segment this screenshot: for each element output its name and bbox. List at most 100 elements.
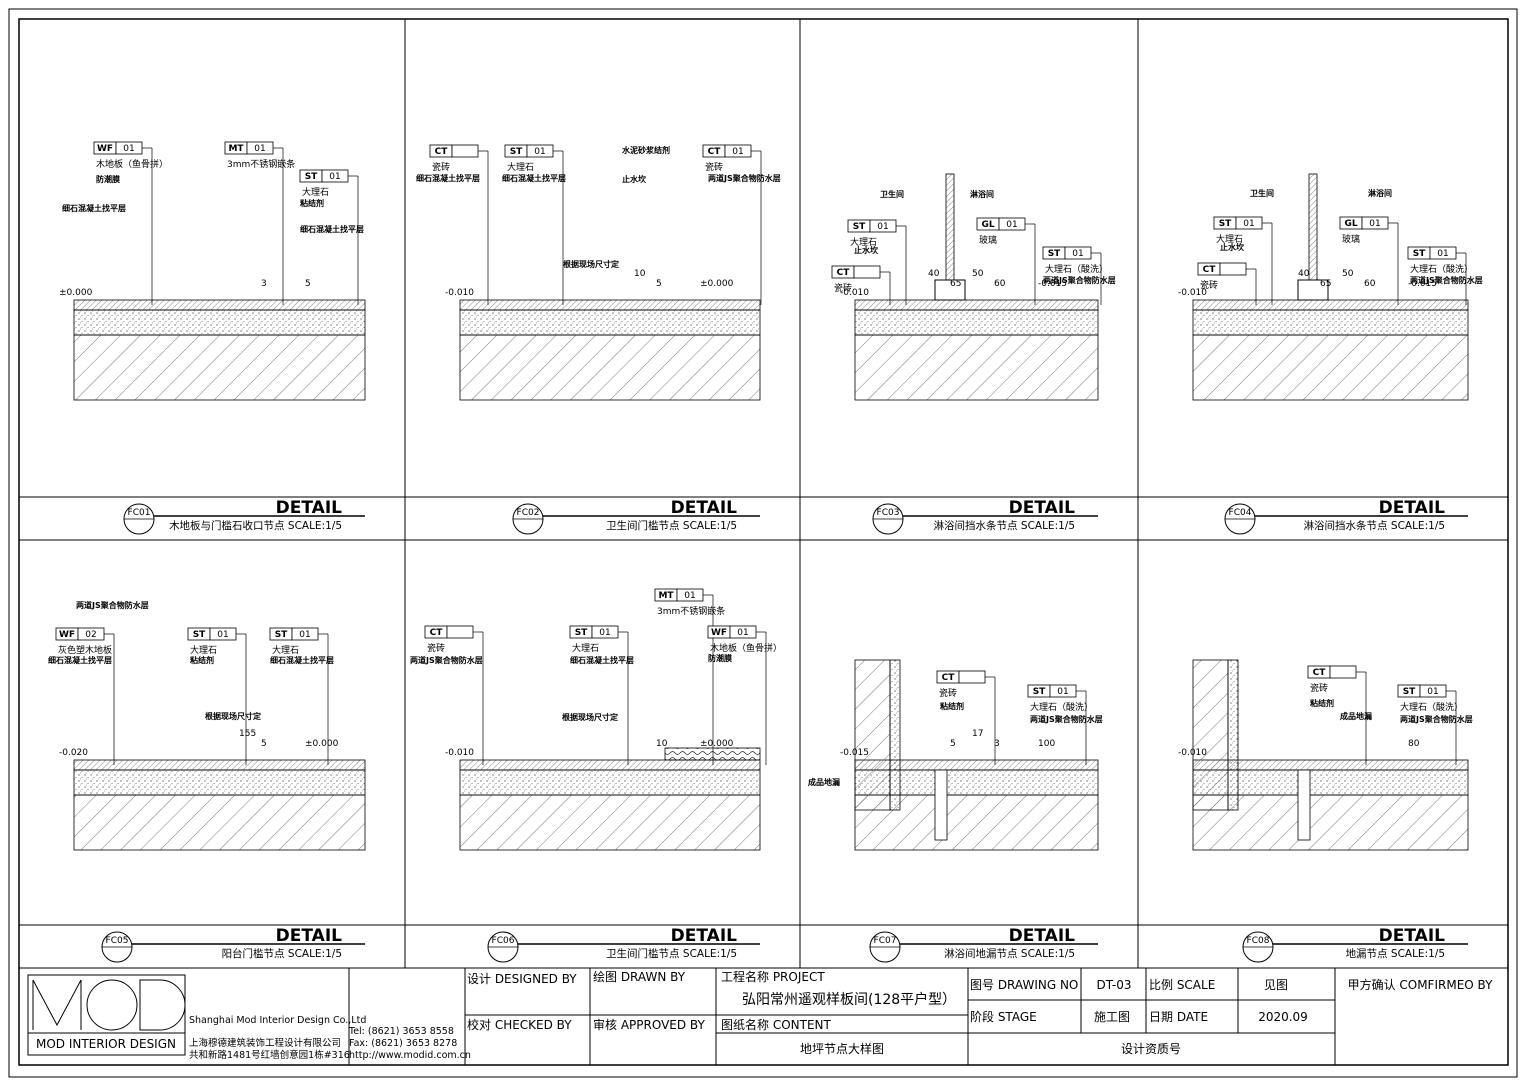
- layer-note: 防潮膜: [96, 174, 120, 184]
- tag-number: 01: [534, 147, 545, 157]
- tag-label: 瓷砖: [939, 687, 957, 699]
- tag-code: GL: [981, 220, 994, 230]
- detail-code: FC02: [517, 508, 540, 518]
- layer-note: 淋浴间: [970, 189, 994, 199]
- detail-code: FC01: [128, 508, 151, 518]
- tag-label: 大理石（酸洗）: [1410, 263, 1473, 275]
- structure-layer: [854, 334, 1099, 401]
- dimension-label: 10: [656, 739, 668, 749]
- tag-label: 大理石: [1216, 233, 1243, 245]
- tag-label: 木地板（鱼骨拼）: [710, 642, 782, 654]
- finish-layer: [854, 299, 1099, 311]
- tag-label: 木地板（鱼骨拼）: [96, 158, 168, 170]
- drain-pipe: [1297, 769, 1311, 841]
- tag-label: 大理石: [572, 642, 599, 654]
- tag-label: 大理石（酸洗）: [1400, 701, 1463, 713]
- tag-number: 01: [254, 144, 265, 154]
- tag-label: 瓷砖: [834, 282, 852, 294]
- tag-label: 瓷砖: [432, 161, 450, 173]
- company-name-en: Shanghai Mod Interior Design Co.,Ltd: [189, 1015, 366, 1026]
- layer-note: 两道JS聚合物防水层: [1030, 714, 1103, 724]
- detail-title: DETAIL: [671, 926, 737, 946]
- tag-code: ST: [1048, 249, 1061, 259]
- tag-number: 01: [1072, 249, 1083, 259]
- tag-code: WF: [97, 144, 113, 154]
- dimension-label: 155: [239, 729, 256, 739]
- material-tag: CT 瓷砖: [429, 144, 489, 305]
- layer-note: 水泥砂浆结剂: [621, 145, 670, 155]
- layer-note: 根据现场尺寸定: [563, 259, 619, 269]
- layer-note: 根据现场尺寸定: [562, 712, 618, 722]
- wood-floor: [664, 747, 761, 761]
- layer-note: 卫生间: [1250, 188, 1274, 198]
- layer-note: 粘结剂: [1309, 698, 1334, 708]
- detail-subtitle: 木地板与门槛石收口节点 SCALE:1/5: [169, 519, 342, 532]
- threshold-block: [934, 279, 966, 301]
- dimension-label: 5: [950, 739, 956, 749]
- detail-subtitle: 淋浴间地漏节点 SCALE:1/5: [944, 947, 1075, 960]
- content-value: 地坪节点大样图: [800, 1041, 884, 1056]
- layer-note: 止水坎: [622, 174, 646, 184]
- tag-number: 01: [299, 630, 310, 640]
- checked-by-label: 校对 CHECKED BY: [467, 1017, 572, 1032]
- tag-code: ST: [305, 172, 318, 182]
- tag-number: 01: [123, 144, 134, 154]
- dimension-label: 5: [305, 279, 311, 289]
- dimension-label: -0.010: [445, 748, 474, 758]
- layer-note: 两道JS聚合物防水层: [1410, 275, 1483, 285]
- tag-label: 瓷砖: [705, 161, 723, 173]
- date-label: 日期 DATE: [1149, 1010, 1208, 1024]
- layer-note: 止水坎: [1220, 242, 1244, 252]
- screed-layer: [459, 309, 761, 336]
- detail-subtitle: 地漏节点 SCALE:1/5: [1346, 947, 1445, 960]
- dimension-label: 60: [1364, 279, 1376, 289]
- title-block: MOD INTERIOR DESIGN Shanghai Mod Interio…: [19, 967, 1508, 1065]
- tag-code: ST: [275, 630, 288, 640]
- detail-code: FC03: [877, 508, 900, 518]
- tag-number: 01: [732, 147, 743, 157]
- threshold-block: [1297, 279, 1329, 301]
- dimension-label: 50: [1342, 269, 1354, 279]
- tag-code: CT: [435, 147, 449, 157]
- project-label: 工程名称 PROJECT: [721, 969, 825, 984]
- tag-label: 大理石: [507, 161, 534, 173]
- cert-label: 设计资质号: [1121, 1042, 1181, 1056]
- detail-title: DETAIL: [276, 498, 342, 518]
- screed-layer: [1192, 309, 1469, 336]
- layer-note: 细石混凝土找平层: [62, 203, 126, 213]
- layer-note: 止水坎: [854, 245, 878, 255]
- approved-by-label: 审核 APPROVED BY: [593, 1017, 705, 1032]
- detail-code: FC07: [874, 936, 897, 946]
- tag-number: 01: [684, 591, 695, 601]
- finish-layer: [73, 299, 366, 311]
- dimension-label: ±0.000: [700, 279, 734, 289]
- dimension-label: 17: [972, 729, 983, 739]
- tag-label: 灰色塑木地板: [58, 644, 112, 656]
- tag-code: CT: [1313, 668, 1327, 678]
- tag-label: 3mm不锈钢嵌条: [227, 158, 295, 170]
- detail-subtitle: 淋浴间挡水条节点 SCALE:1/5: [934, 519, 1075, 532]
- layer-note: 细石混凝土找平层: [48, 655, 112, 665]
- structure-layer: [73, 794, 366, 851]
- layer-note: 根据现场尺寸定: [205, 711, 261, 721]
- tag-label: 大理石: [302, 186, 329, 198]
- dimension-label: 3: [261, 279, 267, 289]
- scale-value: 见图: [1264, 978, 1288, 992]
- dimension-label: -0.010: [445, 288, 474, 298]
